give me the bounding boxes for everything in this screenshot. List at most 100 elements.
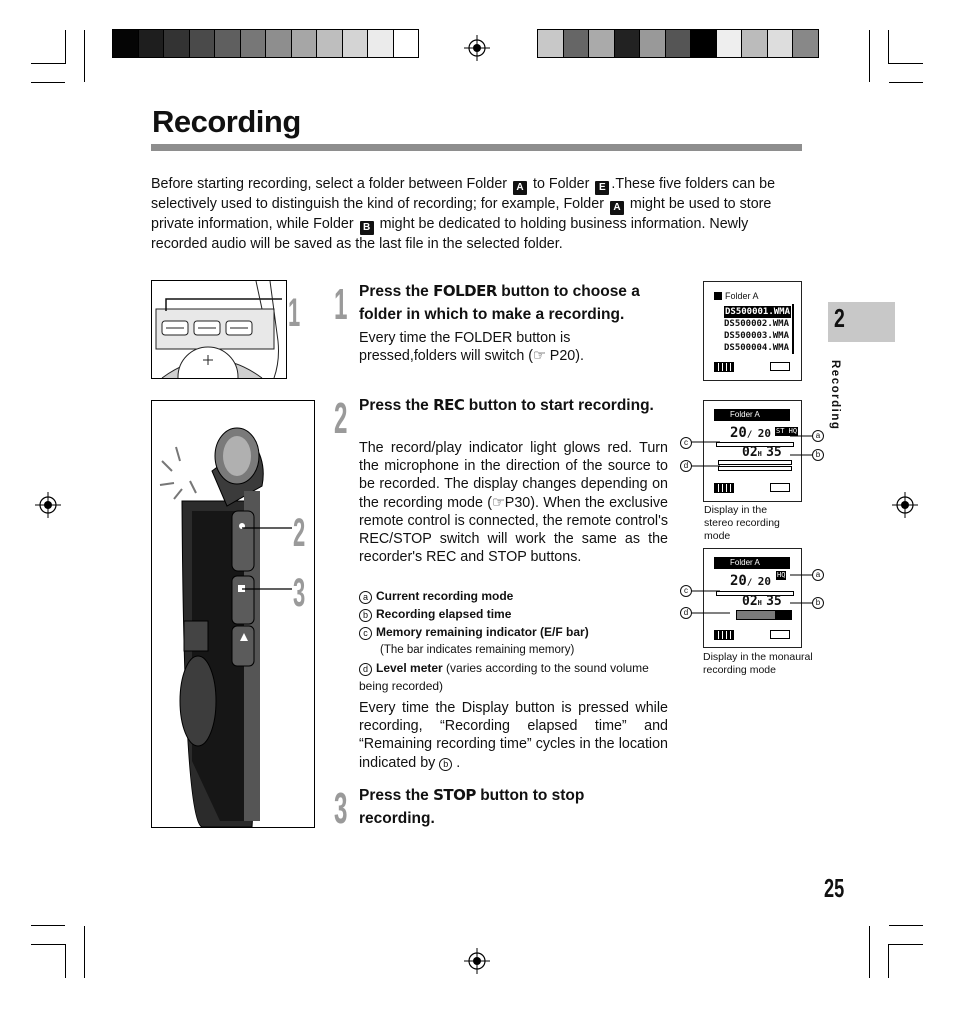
color-swatch [562, 30, 588, 57]
registration-target-left [35, 492, 61, 518]
lcd2-mark-b: b [812, 449, 824, 461]
step-2-heading: Press the REC button to start recording. [359, 396, 654, 414]
folder-e-icon: E [595, 181, 610, 195]
color-swatch [316, 30, 342, 57]
stop-keyword: STOP [433, 786, 476, 804]
registration-target-bottom [464, 948, 490, 974]
color-swatch [265, 30, 291, 57]
color-swatch [137, 30, 163, 57]
chapter-tab [828, 302, 895, 342]
chapter-number: 2 [834, 303, 845, 333]
mic-sensitivity-icon [770, 483, 790, 492]
page-title: Recording [152, 104, 301, 139]
color-swatch [766, 30, 792, 57]
color-swatch [341, 30, 367, 57]
lcd2-count: 20/ 20 [730, 425, 771, 441]
lcd3-caption: Display in the monaural recording mode [703, 651, 813, 676]
lcd1-files: DS500001.WMA DS500002.WMA DS500003.WMA D… [724, 306, 792, 353]
color-swatch [392, 30, 418, 57]
registration-target-right [892, 492, 918, 518]
step-3-number: 3 [334, 784, 348, 833]
color-swatch [538, 30, 563, 57]
folder-b-icon: B [359, 221, 374, 235]
lcd3-mark-a: a [812, 569, 824, 581]
step-2-number: 2 [334, 394, 348, 443]
color-swatch [214, 30, 240, 57]
color-swatch [239, 30, 265, 57]
registration-target-top [464, 35, 490, 61]
recorder-side-illustration [159, 427, 292, 827]
page-number: 25 [824, 873, 845, 903]
step-2-body: The record/play indicator light glows re… [359, 440, 668, 566]
legend-item-c-note: (The bar indicates remaining memory) [380, 644, 575, 656]
lcd2-folder: Folder A [714, 409, 790, 421]
lcd3-mark-b: b [812, 597, 824, 609]
lcd2-caption: Display in the stereo recording mode [704, 504, 780, 542]
lcd2-time: 02H 35 [742, 445, 782, 460]
recorder-top-illustration [155, 281, 282, 378]
lcd3-time: 02H 35 [742, 594, 782, 609]
callout-2: 2 [293, 511, 306, 555]
callout-3: 3 [293, 571, 306, 615]
color-swatch [715, 30, 741, 57]
lcd-mono-display: Folder A 20/ 20 HQ 02H 35 [703, 548, 802, 648]
section-side-label: Recording [829, 360, 841, 431]
lcd2-mark-c: c [680, 437, 692, 449]
lcd2-mode: ST HQ [775, 427, 799, 436]
color-swatch [741, 30, 767, 57]
color-swatch [290, 30, 316, 57]
lcd2-mark-d: d [680, 460, 692, 472]
lcd3-memory-bar [716, 591, 794, 596]
callout-1-label: 1 [288, 291, 301, 335]
battery-icon [714, 362, 734, 372]
folder-a-icon: A [609, 201, 624, 215]
color-swatch [367, 30, 393, 57]
title-rule [151, 144, 802, 151]
color-swatch [639, 30, 665, 57]
color-swatch [664, 30, 690, 57]
color-bar-right [537, 29, 819, 58]
lcd-file-list: Folder A DS500001.WMA DS500002.WMA DS500… [703, 281, 802, 381]
color-swatch [792, 30, 818, 57]
mic-sensitivity-icon [770, 630, 790, 639]
lcd1-scrollbar [792, 304, 794, 354]
lcd3-mark-c: c [680, 585, 692, 597]
lcd3-mode: HQ [776, 571, 787, 580]
rec-keyword: REC [433, 396, 465, 414]
lcd3-folder: Folder A [714, 557, 790, 569]
folder-keyword: FOLDER [433, 282, 497, 300]
step-1-heading: Press the FOLDER button to choose a fold… [359, 282, 640, 323]
lcd1-folder: Folder A [714, 291, 759, 301]
lcd2-memory-bar [716, 442, 794, 447]
mic-sensitivity-icon [770, 362, 790, 371]
color-swatch [690, 30, 716, 57]
lcd3-count: 20/ 20 [730, 573, 771, 589]
color-swatch [163, 30, 189, 57]
step-3-heading: Press the STOP button to stop recording. [359, 786, 585, 827]
folder-a-icon: A [513, 181, 527, 195]
step-1-number: 1 [334, 280, 348, 329]
battery-icon [714, 483, 734, 493]
lcd3-mark-d: d [680, 607, 692, 619]
recorder-device-figure: 2 3 [151, 400, 315, 828]
lcd2-mark-a: a [812, 430, 824, 442]
color-swatch [188, 30, 214, 57]
lcd-callout-lines [688, 435, 812, 614]
color-swatch [113, 30, 138, 57]
grayscale-color-bar-left [112, 29, 419, 58]
lcd1-file-selected: DS500001.WMA [724, 306, 792, 318]
lcd-stereo-display: Folder A 20/ 20 ST HQ 02H 35 [703, 400, 802, 502]
step-2-display-note: Every time the Display button is pressed… [359, 700, 668, 771]
color-swatch [613, 30, 639, 57]
step-1-body: Every time the FOLDER button is pressed,… [359, 330, 584, 365]
folder-button-figure: 1 [151, 280, 287, 379]
intro-paragraph: Before starting recording, select a fold… [151, 176, 776, 252]
battery-icon [714, 630, 734, 640]
lcd2-level-meter-l [718, 460, 792, 465]
color-swatch [588, 30, 614, 57]
